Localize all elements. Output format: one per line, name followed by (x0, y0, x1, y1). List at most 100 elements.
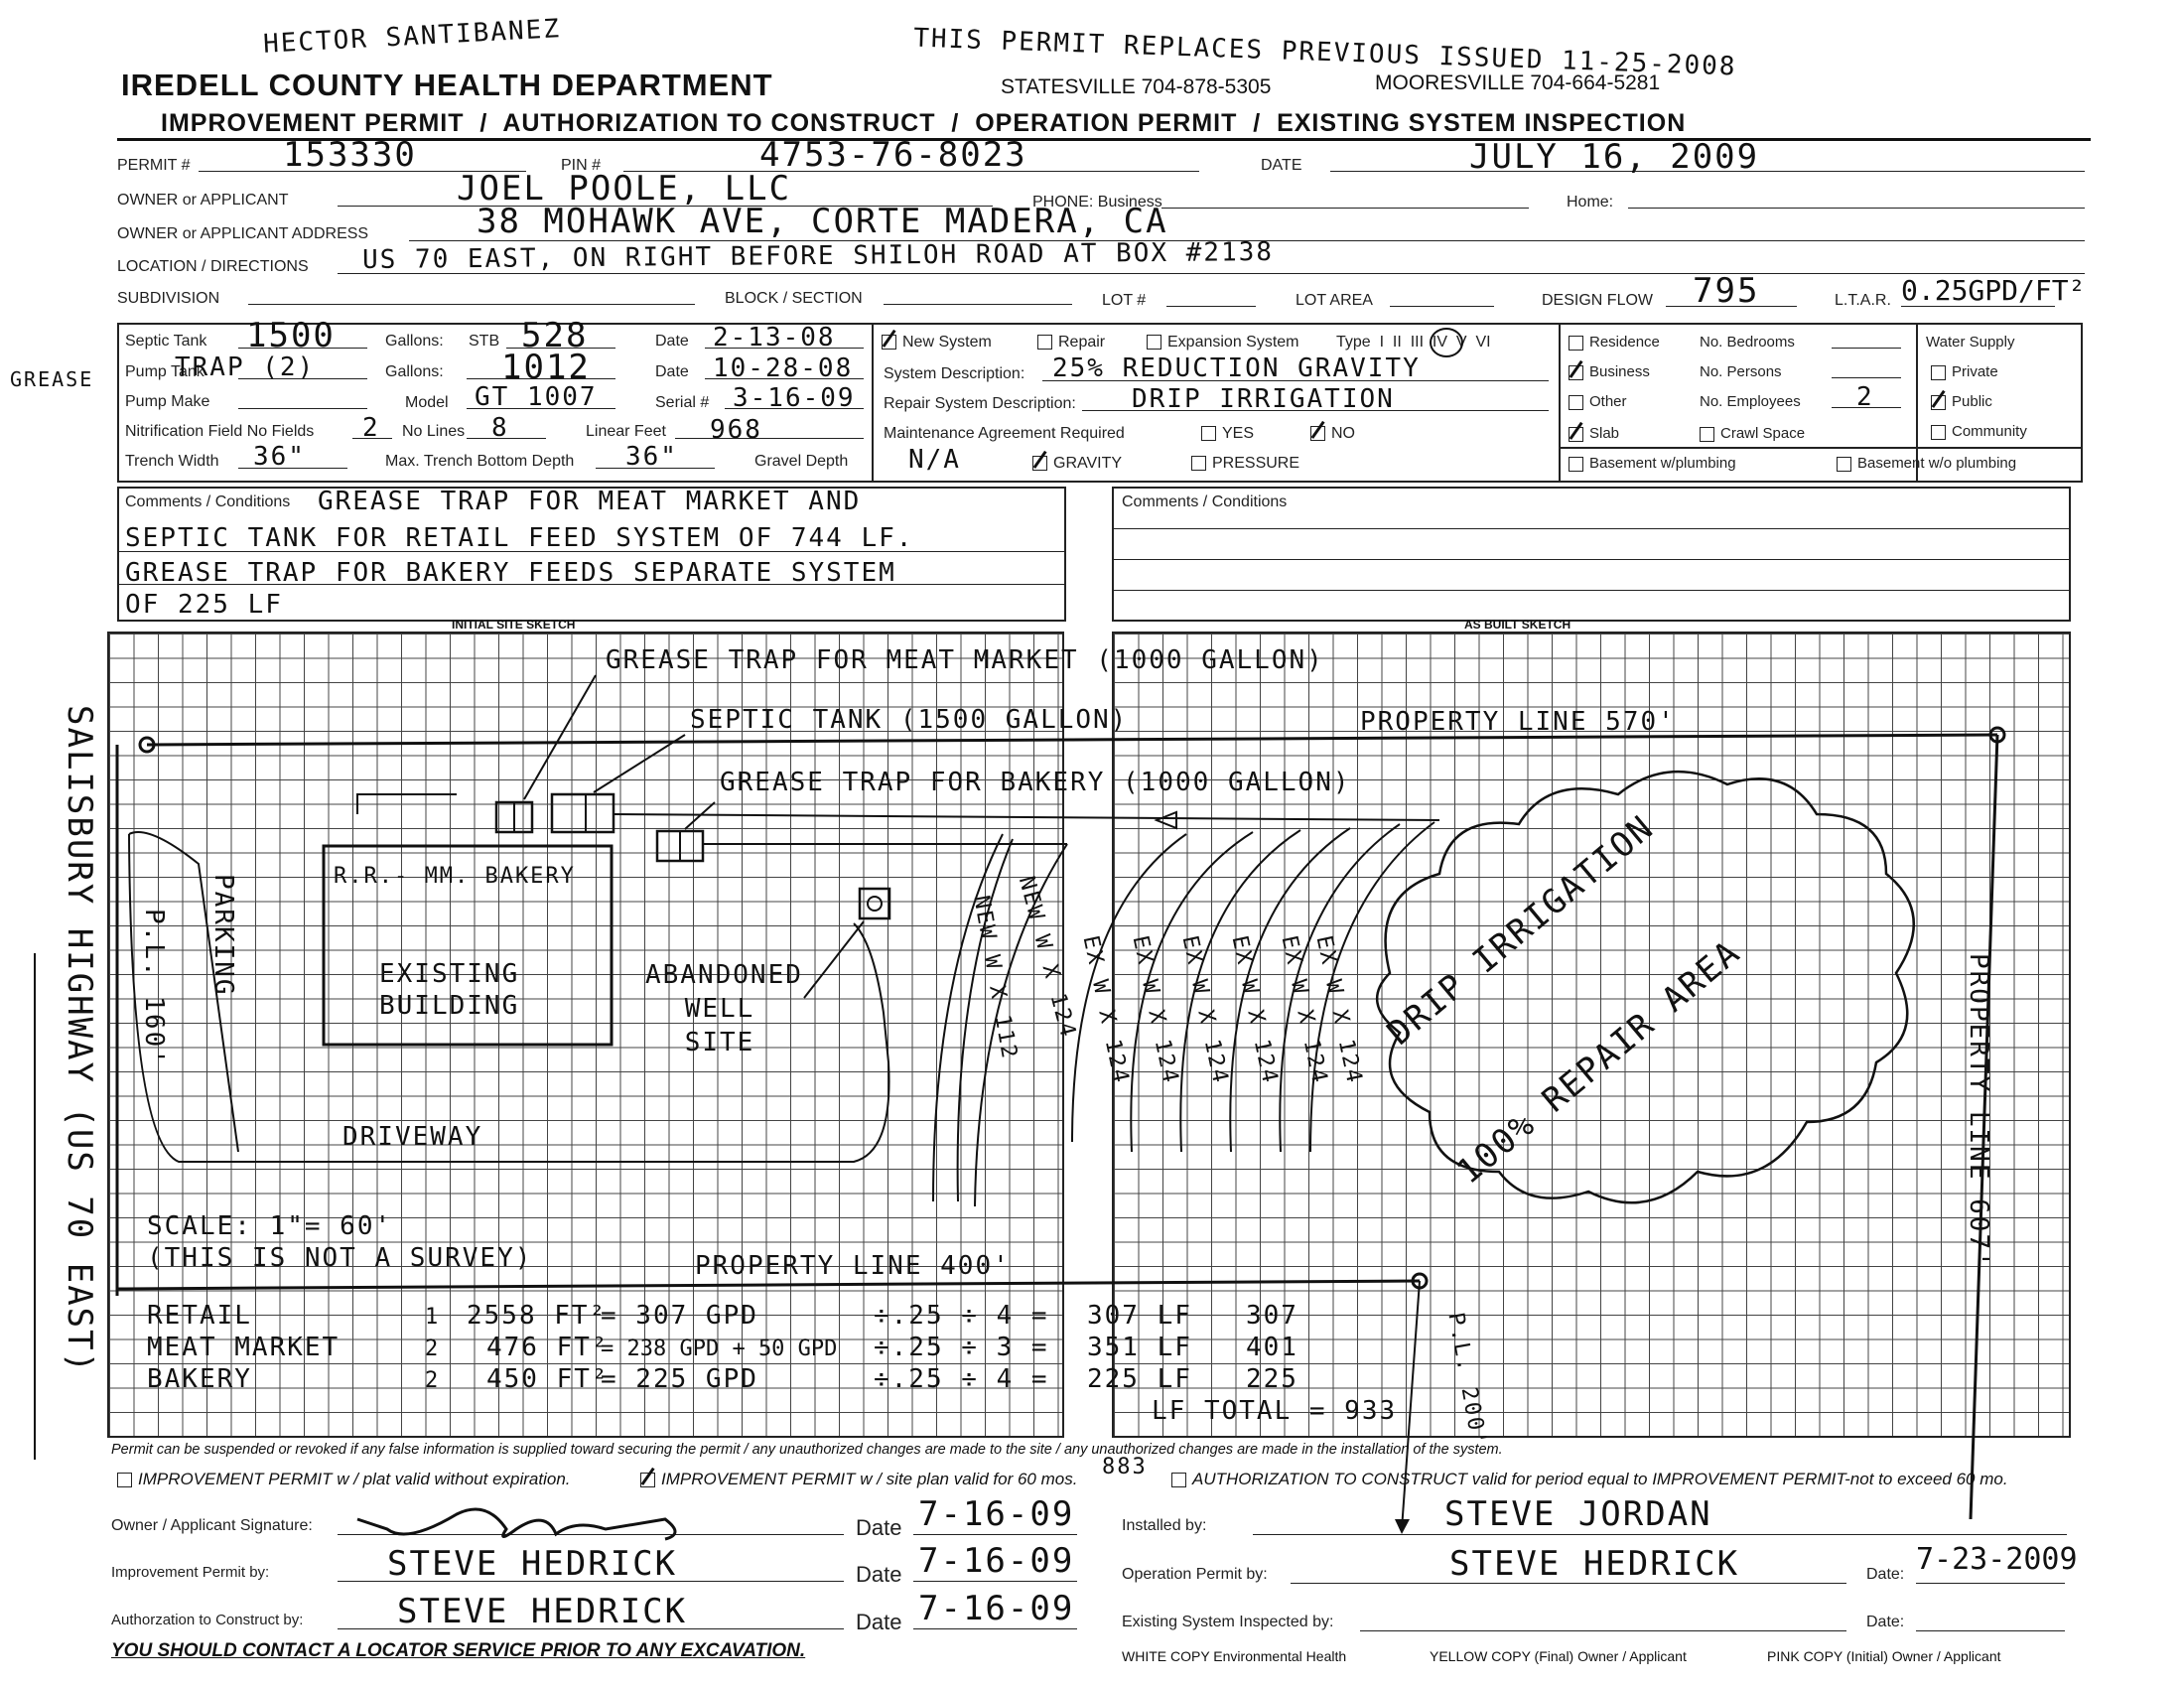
operation-date-value[interactable]: 7-23-2009 (1916, 1542, 2078, 1577)
maintenance-yes[interactable]: YES (1201, 425, 1254, 443)
subdivision-label: SUBDIVISION (117, 290, 220, 307)
public-option[interactable]: Public (1931, 393, 1992, 410)
maintenance-no[interactable]: NO (1310, 425, 1355, 443)
repair-checkbox[interactable] (1037, 335, 1052, 351)
calc-meat-name: MEAT MARKET (147, 1333, 341, 1362)
slab-option[interactable]: Slab (1569, 425, 1619, 442)
gallons-label: Gallons: (385, 333, 444, 350)
trench-width-value[interactable]: 36" (253, 442, 306, 472)
pl-left-label: P.L. 160' (139, 909, 169, 1066)
operation-by-value[interactable]: STEVE HEDRICK (1449, 1544, 1740, 1584)
crawl-space-option[interactable]: Crawl Space (1700, 425, 1805, 442)
comment-line-2[interactable]: SEPTIC TANK FOR RETAIL FEED SYSTEM OF 74… (125, 523, 914, 553)
rr-mm-bakery-label: R.R.- MM. BAKERY (334, 864, 576, 889)
lines-value[interactable]: 8 (491, 413, 509, 443)
basement-wo-checkbox[interactable] (1837, 456, 1851, 472)
pump-value[interactable]: TRAP (2) (175, 352, 316, 382)
calc-retail-name: RETAIL (147, 1301, 252, 1331)
septic-date[interactable]: 2-13-08 (713, 323, 836, 352)
model-value[interactable]: GT 1007 (475, 382, 598, 412)
no-checkbox[interactable] (1310, 426, 1325, 442)
owner-sign-date[interactable]: 7-16-09 (918, 1494, 1075, 1534)
crawl-space-checkbox[interactable] (1700, 426, 1714, 442)
gravel-value[interactable]: N/A (908, 445, 961, 475)
existing-building-label: EXISTING BUILDING (379, 959, 520, 1021)
improvement-by-value[interactable]: STEVE HEDRICK (387, 1544, 678, 1584)
new-system-option[interactable]: New System (882, 334, 992, 352)
grease-trap-meat-label: GREASE TRAP FOR MEAT MARKET (1000 GALLON… (606, 645, 1324, 675)
comment-line-4[interactable]: OF 225 LF (125, 590, 283, 620)
existing-date-label: Date: (1866, 1614, 1905, 1630)
yes-checkbox[interactable] (1201, 426, 1216, 442)
improvement-plat-option[interactable]: IMPROVEMENT PERMIT w / plat valid withou… (117, 1470, 571, 1489)
residence-option[interactable]: Residence (1569, 334, 1660, 351)
pump-gallons-value[interactable]: 1012 (501, 348, 591, 387)
improvement-date[interactable]: 7-16-09 (918, 1541, 1075, 1581)
authorization-by-value[interactable]: STEVE HEDRICK (397, 1592, 688, 1631)
community-option[interactable]: Community (1931, 423, 2027, 440)
comment-line-1[interactable]: GREASE TRAP FOR MEAT MARKET AND (318, 487, 862, 516)
type-iii-circle (1430, 328, 1463, 357)
improvement-site-option[interactable]: IMPROVEMENT PERMIT w / site plan valid f… (640, 1470, 1077, 1489)
grease-trap-bakery-label: GREASE TRAP FOR BAKERY (1000 GALLON) (720, 768, 1351, 797)
expansion-checkbox[interactable] (1147, 335, 1161, 351)
comment-line-3[interactable]: GREASE TRAP FOR BAKERY FEEDS SEPARATE SY… (125, 558, 896, 588)
public-checkbox[interactable] (1931, 394, 1946, 410)
serial-value[interactable]: 3-16-09 (733, 383, 856, 413)
basement-w-option[interactable]: Basement w/plumbing (1569, 455, 1736, 472)
repair-option[interactable]: Repair (1037, 334, 1105, 352)
other-option[interactable]: Other (1569, 393, 1627, 410)
installed-by-value[interactable]: STEVE JORDAN (1444, 1494, 1712, 1534)
pin-number[interactable]: 4753-76-8023 (759, 135, 1027, 175)
pressure-checkbox[interactable] (1191, 456, 1206, 472)
authorization-period-option[interactable]: AUTHORIZATION TO CONSTRUCT valid for per… (1171, 1470, 2008, 1489)
septic-date-label: Date (655, 333, 689, 350)
private-option[interactable]: Private (1931, 363, 1998, 380)
locator-warning: YOU SHOULD CONTACT A LOCATOR SERVICE PRI… (111, 1640, 806, 1661)
ltar-value[interactable]: 0.25GPD/FT² (1901, 274, 2086, 307)
other-checkbox[interactable] (1569, 394, 1583, 410)
authorization-date[interactable]: 7-16-09 (918, 1589, 1075, 1628)
improvement-site-checkbox[interactable] (640, 1473, 655, 1488)
trench-depth-label: Max. Trench Bottom Depth (385, 453, 575, 470)
authorization-period-checkbox[interactable] (1171, 1473, 1186, 1488)
private-checkbox[interactable] (1931, 364, 1946, 380)
scale-label: SCALE: 1"= 60' (147, 1211, 393, 1241)
lines-label: No Lines (402, 423, 466, 440)
basement-wo-option[interactable]: Basement w/o plumbing (1837, 455, 2016, 472)
linear-value[interactable]: 968 (710, 415, 762, 445)
pressure-option[interactable]: PRESSURE (1191, 455, 1299, 473)
basement-w-checkbox[interactable] (1569, 456, 1583, 472)
design-flow-label: DESIGN FLOW (1542, 292, 1654, 309)
gravity-option[interactable]: GRAVITY (1032, 455, 1122, 473)
improvement-plat-checkbox[interactable] (117, 1473, 132, 1488)
residence-checkbox[interactable] (1569, 335, 1583, 351)
new-system-checkbox[interactable] (882, 335, 896, 351)
system-description-value[interactable]: 25% REDUCTION GRAVITY (1052, 353, 1421, 383)
salisbury-highway-label: SALISBURY HIGHWAY (US 70 EAST) (60, 705, 99, 1375)
fields-value[interactable]: 2 (362, 413, 380, 443)
business-checkbox[interactable] (1569, 364, 1583, 380)
permit-number[interactable]: 153330 (283, 135, 417, 175)
calc-retail-div: ÷.25 ÷ 4 = (874, 1301, 1049, 1331)
gravity-checkbox[interactable] (1032, 456, 1047, 472)
expansion-option[interactable]: Expansion System (1147, 334, 1299, 352)
business-option[interactable]: Business (1569, 363, 1650, 380)
owner-value[interactable]: JOEL POOLE, LLC (457, 169, 792, 209)
address-value[interactable]: 38 MOHAWK AVE, CORTE MADERA, CA (477, 202, 1168, 241)
pump-date[interactable]: 10-28-08 (713, 353, 854, 383)
design-flow-value[interactable]: 795 (1693, 271, 1760, 311)
owner-signature[interactable] (347, 1489, 705, 1549)
owner-label: OWNER or APPLICANT (117, 192, 289, 209)
trench-depth-value[interactable]: 36" (625, 442, 678, 472)
repair-description-value[interactable]: DRIP IRRIGATION (1132, 384, 1395, 414)
stb-value[interactable]: 528 (521, 316, 589, 355)
permit-date[interactable]: JULY 16, 2009 (1469, 137, 1760, 177)
calc-meat-gpd: = 238 GPD + 50 GPD (601, 1337, 838, 1361)
slab-checkbox[interactable] (1569, 426, 1583, 442)
employees-value[interactable]: 2 (1856, 382, 1874, 412)
employees-label: No. Employees (1700, 393, 1801, 410)
community-checkbox[interactable] (1931, 424, 1946, 440)
septic-value[interactable]: 1500 (246, 316, 336, 355)
